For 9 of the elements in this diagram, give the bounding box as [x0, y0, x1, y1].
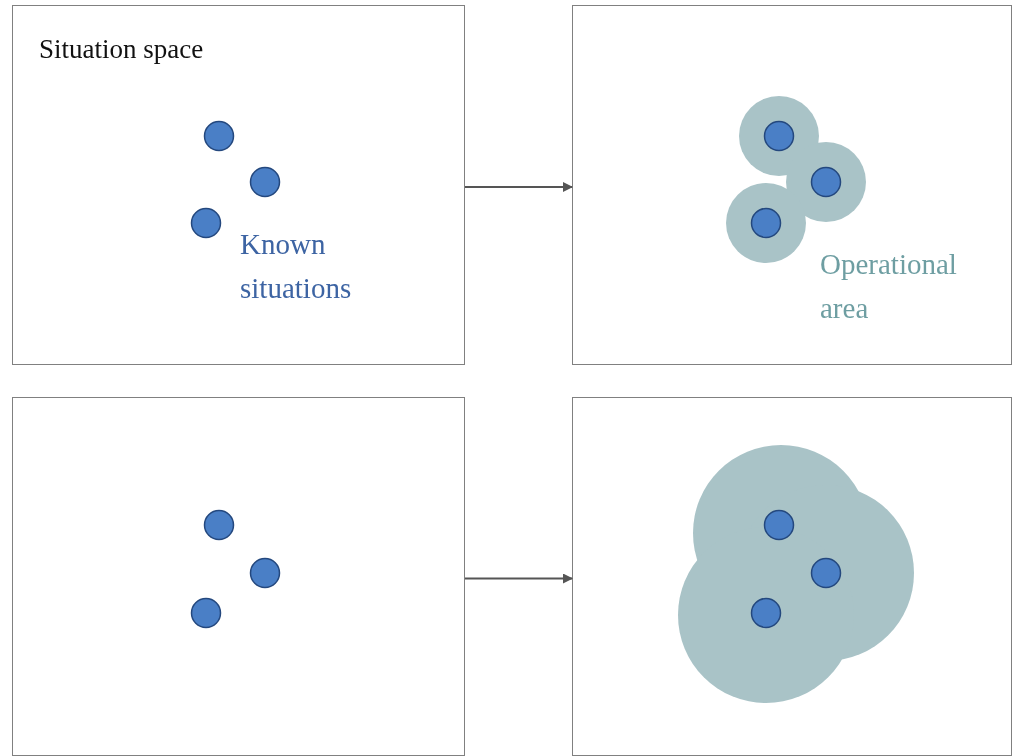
arrow: [464, 573, 573, 584]
area-label: Known situations: [240, 227, 353, 306]
panel-title: Situation space: [39, 34, 204, 65]
panel-box: [572, 5, 1012, 365]
arrow: [464, 182, 573, 192]
panel-box: [12, 397, 465, 756]
panel-box: [572, 397, 1012, 756]
area-label: Operational area: [820, 247, 958, 326]
panel-box: [12, 5, 465, 365]
